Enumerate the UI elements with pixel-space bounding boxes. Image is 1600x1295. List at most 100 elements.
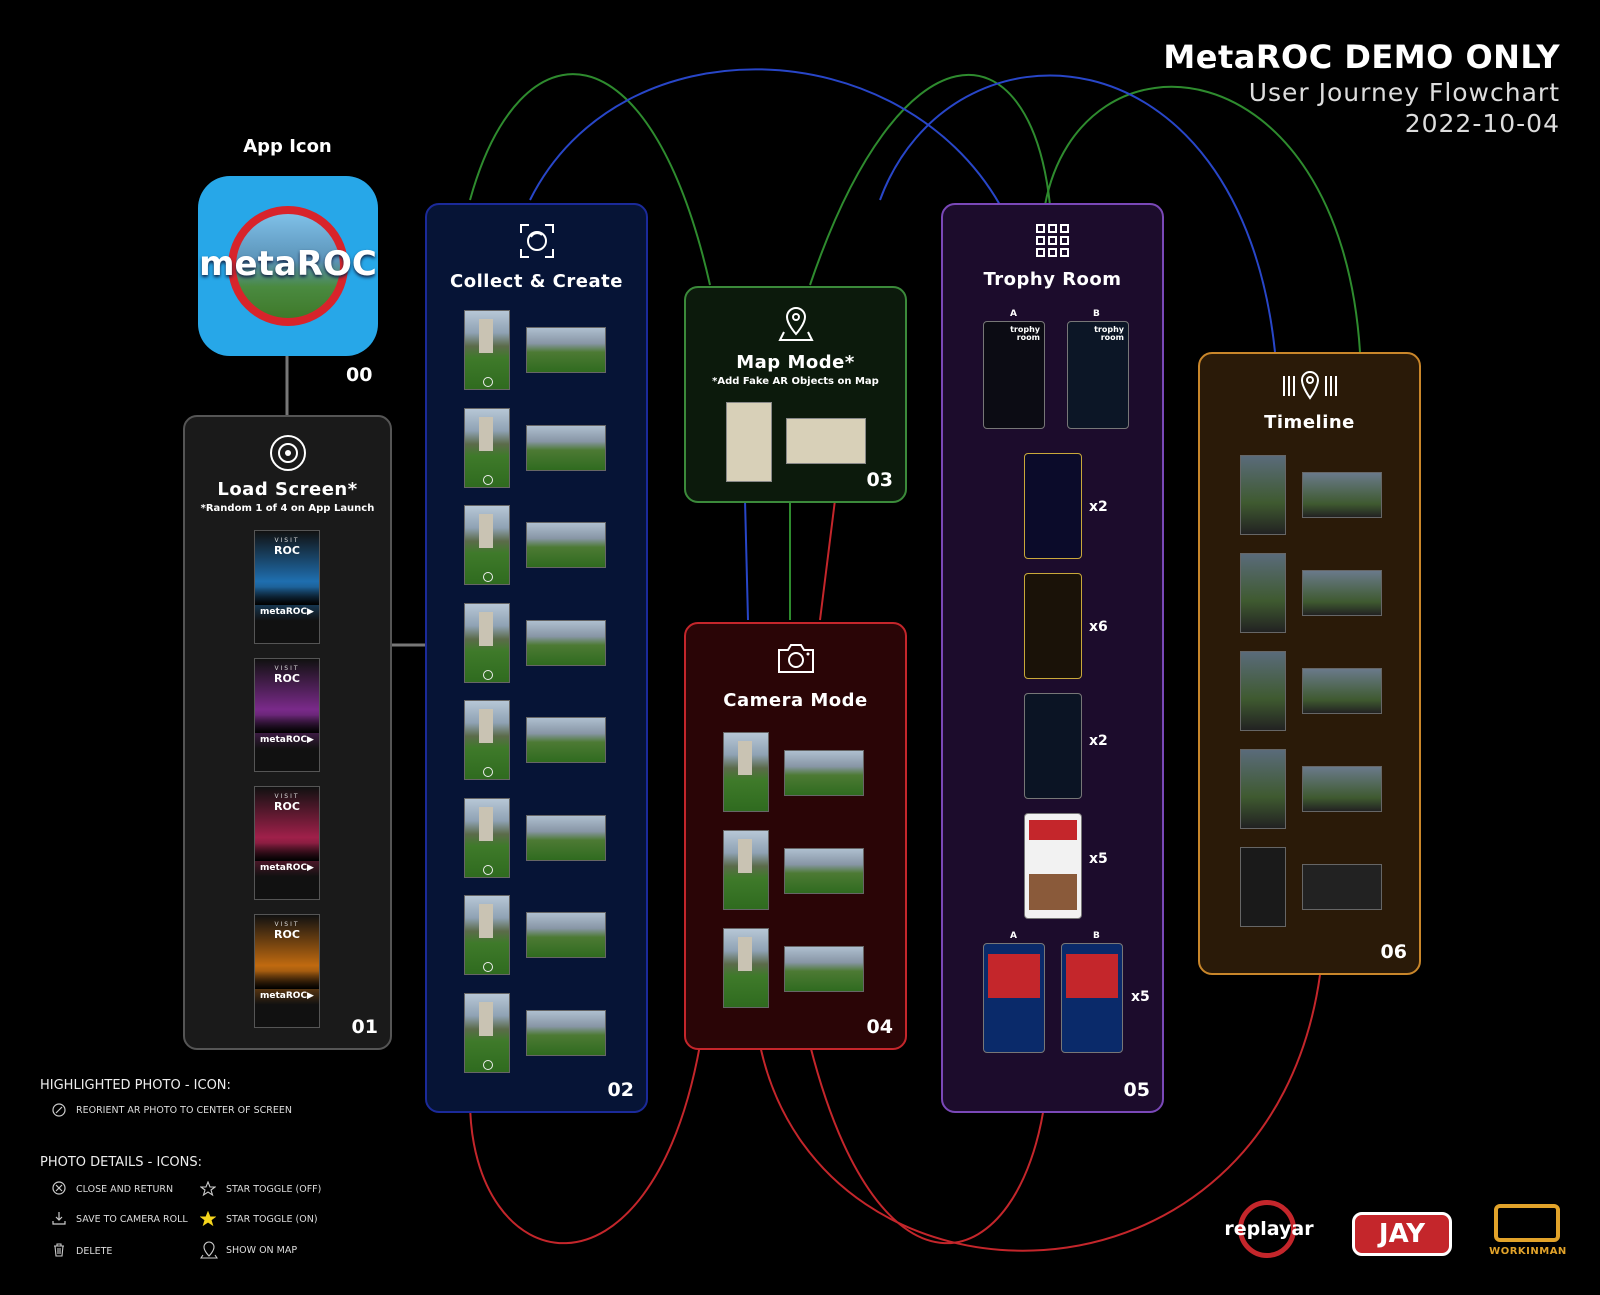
load-roc-text: ROC <box>274 928 300 941</box>
legend-details-heading: PHOTO DETAILS - ICONS: <box>40 1155 202 1170</box>
camera-photo-landscape <box>784 848 864 894</box>
workinman-text: WORKINMAN <box>1489 1246 1567 1257</box>
trophy-card-2 <box>1024 573 1082 679</box>
timeline-number: 06 <box>1380 941 1407 963</box>
trophy-card-4-banner <box>1029 820 1077 840</box>
timeline-photo-landscape <box>1302 766 1382 812</box>
header-date: 2022-10-04 <box>1404 109 1560 138</box>
load-screen-subtitle: *Random 1 of 4 on App Launch <box>200 503 375 514</box>
legend-save: SAVE TO CAMERA ROLL <box>76 1214 188 1225</box>
trash-icon <box>54 1243 64 1257</box>
collect-photo-portrait <box>464 602 510 683</box>
map-thumb-portrait <box>726 402 772 482</box>
trophy-screen-a-text: trophy room <box>1010 325 1040 342</box>
capture-dot <box>483 572 493 582</box>
trophy-room-panel: Trophy Room A B trophy room trophy room … <box>941 203 1164 1113</box>
replayar-logo: replayar <box>1224 1198 1314 1262</box>
star-on-icon <box>200 1211 216 1227</box>
tower <box>479 806 493 841</box>
load-screen-icon <box>268 433 308 477</box>
map-pin-icon <box>776 304 816 348</box>
trophy-coupon-a-top <box>988 954 1040 998</box>
trophy-card-1 <box>1024 453 1082 559</box>
jay-logo: JAY <box>1352 1212 1452 1256</box>
collect-photo-landscape <box>526 327 606 373</box>
load-brand-text: metaROC▶ <box>260 607 314 617</box>
load-brand-text: metaROC▶ <box>260 991 314 1001</box>
trophy-room-number: 05 <box>1123 1079 1150 1101</box>
camera-photo-landscape <box>784 750 864 796</box>
load-screen-title: Load Screen* <box>217 479 358 500</box>
trophy-label-b2: B <box>1093 931 1100 941</box>
load-screen-number: 01 <box>351 1016 378 1038</box>
camera-photo-portrait <box>723 928 769 1008</box>
collect-number: 02 <box>607 1079 634 1101</box>
load-visit-text: VISIT <box>274 665 300 672</box>
trophy-mult-1: x2 <box>1089 499 1108 515</box>
download-icon <box>52 1212 66 1225</box>
timeline-photo-landscape <box>1302 472 1382 518</box>
app-icon[interactable]: metaROC <box>198 176 378 356</box>
trophy-card-4 <box>1024 813 1082 919</box>
collect-photo-portrait <box>464 895 510 975</box>
load-visit-text: VISIT <box>274 537 300 544</box>
timeline-photo-landscape <box>1302 864 1382 910</box>
header: MetaROC DEMO ONLY User Journey Flowchart… <box>1163 38 1560 138</box>
trophy-room-title: Trophy Room <box>983 269 1122 290</box>
collect-photo-landscape <box>526 522 606 568</box>
collect-photo-portrait <box>464 797 510 878</box>
trophy-label-a2: A <box>1010 931 1017 941</box>
map-mode-title: Map Mode* <box>736 352 855 373</box>
collect-title: Collect & Create <box>450 271 623 292</box>
collect-photo-portrait <box>464 310 510 390</box>
skyline <box>255 587 319 605</box>
collect-photo-portrait <box>464 407 510 488</box>
header-title: MetaROC DEMO ONLY <box>1163 38 1560 76</box>
timeline-photo-portrait <box>1240 651 1286 731</box>
trophy-screen-b: trophy room <box>1067 321 1129 429</box>
grid-icon <box>1035 223 1071 263</box>
collect-photo-landscape <box>526 814 606 861</box>
trophy-coupon-a <box>983 943 1045 1053</box>
app-icon-text: metaROC <box>199 244 377 284</box>
collect-photo-portrait <box>464 700 510 780</box>
tower <box>738 937 752 971</box>
tower <box>479 904 493 938</box>
capture-dot <box>483 377 493 387</box>
load-roc-text: ROC <box>274 800 300 813</box>
legend-star-off: STAR TOGGLE (OFF) <box>226 1184 322 1195</box>
camera-icon <box>775 640 817 680</box>
collect-photo-landscape <box>526 1009 606 1056</box>
tower <box>479 319 493 353</box>
timeline-title: Timeline <box>1264 412 1355 433</box>
timeline-photo-landscape <box>1302 570 1382 616</box>
trophy-mult-2: x6 <box>1089 619 1108 635</box>
camera-photo-portrait <box>723 830 769 910</box>
star-off-icon <box>200 1181 216 1197</box>
trophy-screen-b-text: trophy room <box>1094 325 1124 342</box>
map-pin-small-icon <box>200 1241 218 1259</box>
replayar-ring <box>1238 1200 1296 1258</box>
app-icon-number: 00 <box>346 364 373 386</box>
load-brand-text: metaROC▶ <box>260 863 314 873</box>
tower <box>479 1001 493 1036</box>
reorient-icon <box>52 1103 66 1117</box>
camera-photo-landscape <box>784 946 864 992</box>
close-icon <box>52 1181 66 1195</box>
timeline-photo-landscape <box>1302 668 1382 714</box>
legend-close: CLOSE AND RETURN <box>76 1184 174 1195</box>
trophy-screen-a: trophy room <box>983 321 1045 429</box>
trophy-mult-4: x5 <box>1089 851 1108 867</box>
tower <box>479 416 493 451</box>
workinman-mark <box>1494 1204 1560 1242</box>
camera-photo-portrait <box>723 732 769 812</box>
camera-mode-number: 04 <box>866 1016 893 1038</box>
collect-photo-portrait <box>464 992 510 1073</box>
app-icon-label: App Icon <box>243 136 332 157</box>
collect-photo-landscape <box>526 717 606 763</box>
collect-photo-portrait <box>464 505 510 585</box>
timeline-photo-portrait <box>1240 455 1286 535</box>
